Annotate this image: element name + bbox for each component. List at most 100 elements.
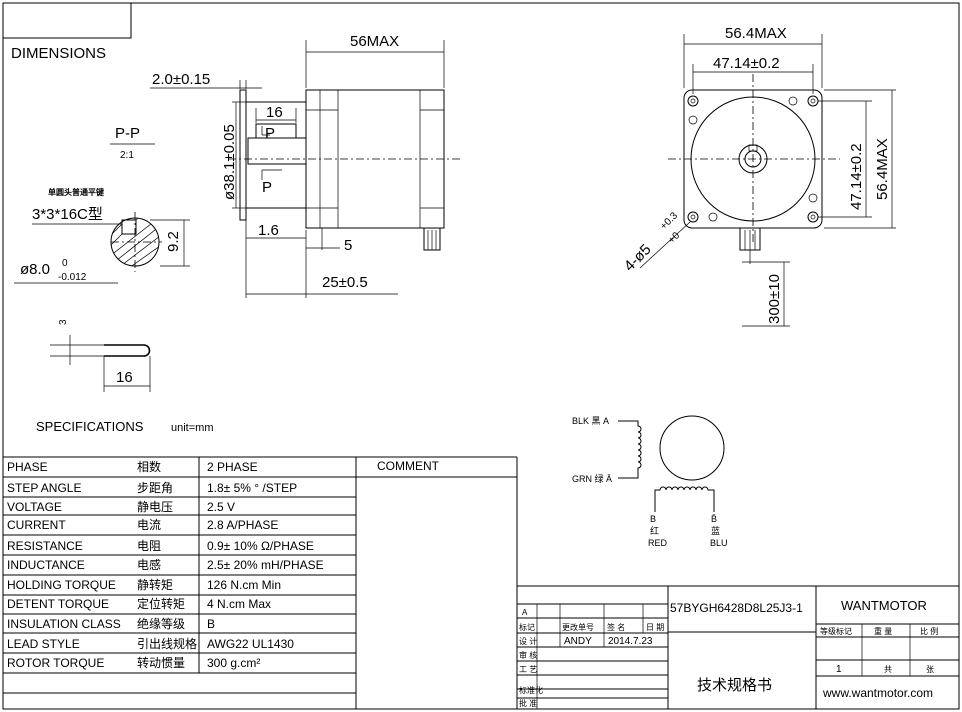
tb-change-no: 更改单号 <box>562 622 594 632</box>
dim-key-height: 9.2 <box>165 231 182 252</box>
spec-name: VOLTAGE <box>7 500 62 514</box>
wire-bbar-cn: 蓝 <box>711 525 720 536</box>
spec-name: PHASE <box>7 460 48 474</box>
spec-name: INSULATION CLASS <box>7 617 121 631</box>
spec-name: HOLDING TORQUE <box>7 578 116 592</box>
tb-sheet: 张 <box>926 665 934 674</box>
key-width: 3 <box>58 319 69 325</box>
spec-name: DETENT TORQUE <box>7 597 109 611</box>
dim-shaft-length: 25±0.5 <box>322 274 368 291</box>
tb-review: 审 核 <box>519 650 537 660</box>
tb-row-a: A <box>522 608 528 617</box>
spec-value: 0.9± 10% Ω/PHASE <box>207 539 314 553</box>
section-label: P-P <box>115 125 140 142</box>
wire-bbar-en: BLU <box>710 538 728 548</box>
dim-lead-length: 300±10 <box>766 274 783 324</box>
spec-name: LEAD STYLE <box>7 637 80 651</box>
spec-cn: 电感 <box>137 557 161 572</box>
spec-value: B <box>207 617 215 631</box>
tb-sheet-no: 1 <box>836 664 842 675</box>
tb-process: 工 艺 <box>519 665 537 674</box>
tb-approve: 批 准 <box>519 698 537 708</box>
wire-b: B <box>650 514 656 524</box>
spec-name: ROTOR TORQUE <box>7 656 104 670</box>
tb-designer: ANDY <box>564 636 592 647</box>
dim-hole-spacing-v: 47.14±0.2 <box>848 143 865 210</box>
dim-length-max: 56MAX <box>350 33 399 50</box>
tb-doc-title: 技术规格书 <box>697 677 772 694</box>
tb-ratio: 比 例 <box>920 626 938 636</box>
dim-shaft-tol-lower: -0.012 <box>58 272 87 283</box>
section-mark-top: P <box>265 125 275 142</box>
tb-date: 2014.7.23 <box>608 636 653 647</box>
drawing-title: DIMENSIONS <box>11 45 106 62</box>
title-tab <box>3 3 132 39</box>
end-view: 56.4MAX 47.14±0.2 47.14±0.2 56.4MAX 4-ø5… <box>621 25 896 327</box>
spec-cn: 定位转矩 <box>137 596 185 611</box>
wire-b-cn: 红 <box>650 525 659 536</box>
spec-cn: 步距角 <box>137 481 173 495</box>
wire-grn: GRN 绿 Ā <box>572 473 612 484</box>
dim-hole-tol-upper: +0.3 <box>658 210 680 232</box>
spec-cn: 引出线规格 <box>137 636 197 651</box>
tb-design: 设 计 <box>519 636 537 646</box>
tb-website: www.wantmotor.com <box>822 686 933 700</box>
dim-pilot-depth: 1.6 <box>258 222 279 239</box>
title-block: A 标记 更改单号 签 名 日 期 设 计 ANDY 2014.7.23 审 核… <box>517 585 959 709</box>
dim-outer-max-h: 56.4MAX <box>725 25 787 42</box>
spec-name: STEP ANGLE <box>7 481 81 495</box>
dim-hole-spacing-h: 47.14±0.2 <box>713 55 780 72</box>
tb-mark: 标记 <box>519 622 535 632</box>
tb-model: 57BYGH6428D8L25J3-1 <box>670 601 803 615</box>
key-spec: 3*3*16C型 <box>32 206 103 223</box>
tb-date-label: 日 期 <box>646 623 664 632</box>
tb-weight: 重 量 <box>874 626 892 636</box>
comment-label: COMMENT <box>377 459 440 473</box>
dim-outer-max-v: 56.4MAX <box>874 138 891 200</box>
spec-heading: SPECIFICATIONS <box>36 419 144 434</box>
spec-value: 2.5 V <box>207 500 235 514</box>
key-detail: 3 16 <box>50 319 151 392</box>
tb-sign: 签 名 <box>607 622 625 632</box>
spec-unit: unit=mm <box>171 422 214 434</box>
dim-hole-tol-lower: +0 <box>666 230 682 246</box>
tb-company: WANTMOTOR <box>841 598 927 613</box>
spec-cn: 转动惯量 <box>137 655 185 670</box>
wire-b-en: RED <box>648 538 668 548</box>
dim-holes: 4-ø5 <box>621 241 655 275</box>
dim-step: 5 <box>344 237 352 254</box>
key-length: 16 <box>116 369 133 386</box>
spec-cn: 电阻 <box>137 539 161 553</box>
front-view: P P 56MAX 2.0±0.15 16 ø38.1±0.05 1.6 5 <box>150 33 462 298</box>
key-note: 单圆头普通平键 <box>48 187 104 197</box>
spec-value: 1.8± 5% ° /STEP <box>207 481 297 495</box>
spec-cn: 相数 <box>137 459 161 474</box>
spec-cn: 电流 <box>137 518 161 532</box>
spec-value: 126 N.cm Min <box>207 578 281 592</box>
wiring-diagram: BLK 黑 A GRN 绿 Ā B 红 RED B̄ 蓝 BLU <box>572 415 728 548</box>
spec-cn: 绝缘等级 <box>137 616 185 631</box>
spec-name: CURRENT <box>7 518 66 532</box>
spec-value: 4 N.cm Max <box>207 597 271 611</box>
wire-blk: BLK 黑 A <box>572 416 609 426</box>
tb-total: 共 <box>884 665 892 674</box>
spec-name: RESISTANCE <box>7 539 83 553</box>
section-view: P-P 2:1 单圆头普通平键 3*3*16C型 9.2 ø8.0 0 -0.0… <box>14 125 190 284</box>
dim-key-length: 16 <box>266 104 283 121</box>
spec-value: 2.5± 20% mH/PHASE <box>207 558 324 572</box>
wire-bbar: B̄ <box>711 514 717 524</box>
spec-value: AWG22 UL1430 <box>207 637 294 651</box>
spec-table: COMMENT <box>3 456 518 709</box>
spec-value: 2 PHASE <box>207 460 258 474</box>
dim-pilot-diameter: ø38.1±0.05 <box>221 124 238 200</box>
spec-name: INDUCTANCE <box>7 558 85 572</box>
spec-cn: 静电压 <box>137 500 173 514</box>
tb-standard: 标准化 <box>519 685 543 695</box>
dim-flange-thickness: 2.0±0.15 <box>152 71 210 88</box>
dim-shaft-diameter: ø8.0 <box>20 261 50 278</box>
tb-grade-mark: 等级标记 <box>820 626 852 636</box>
spec-cn: 静转矩 <box>137 577 173 592</box>
spec-value: 300 g.cm² <box>207 656 260 670</box>
